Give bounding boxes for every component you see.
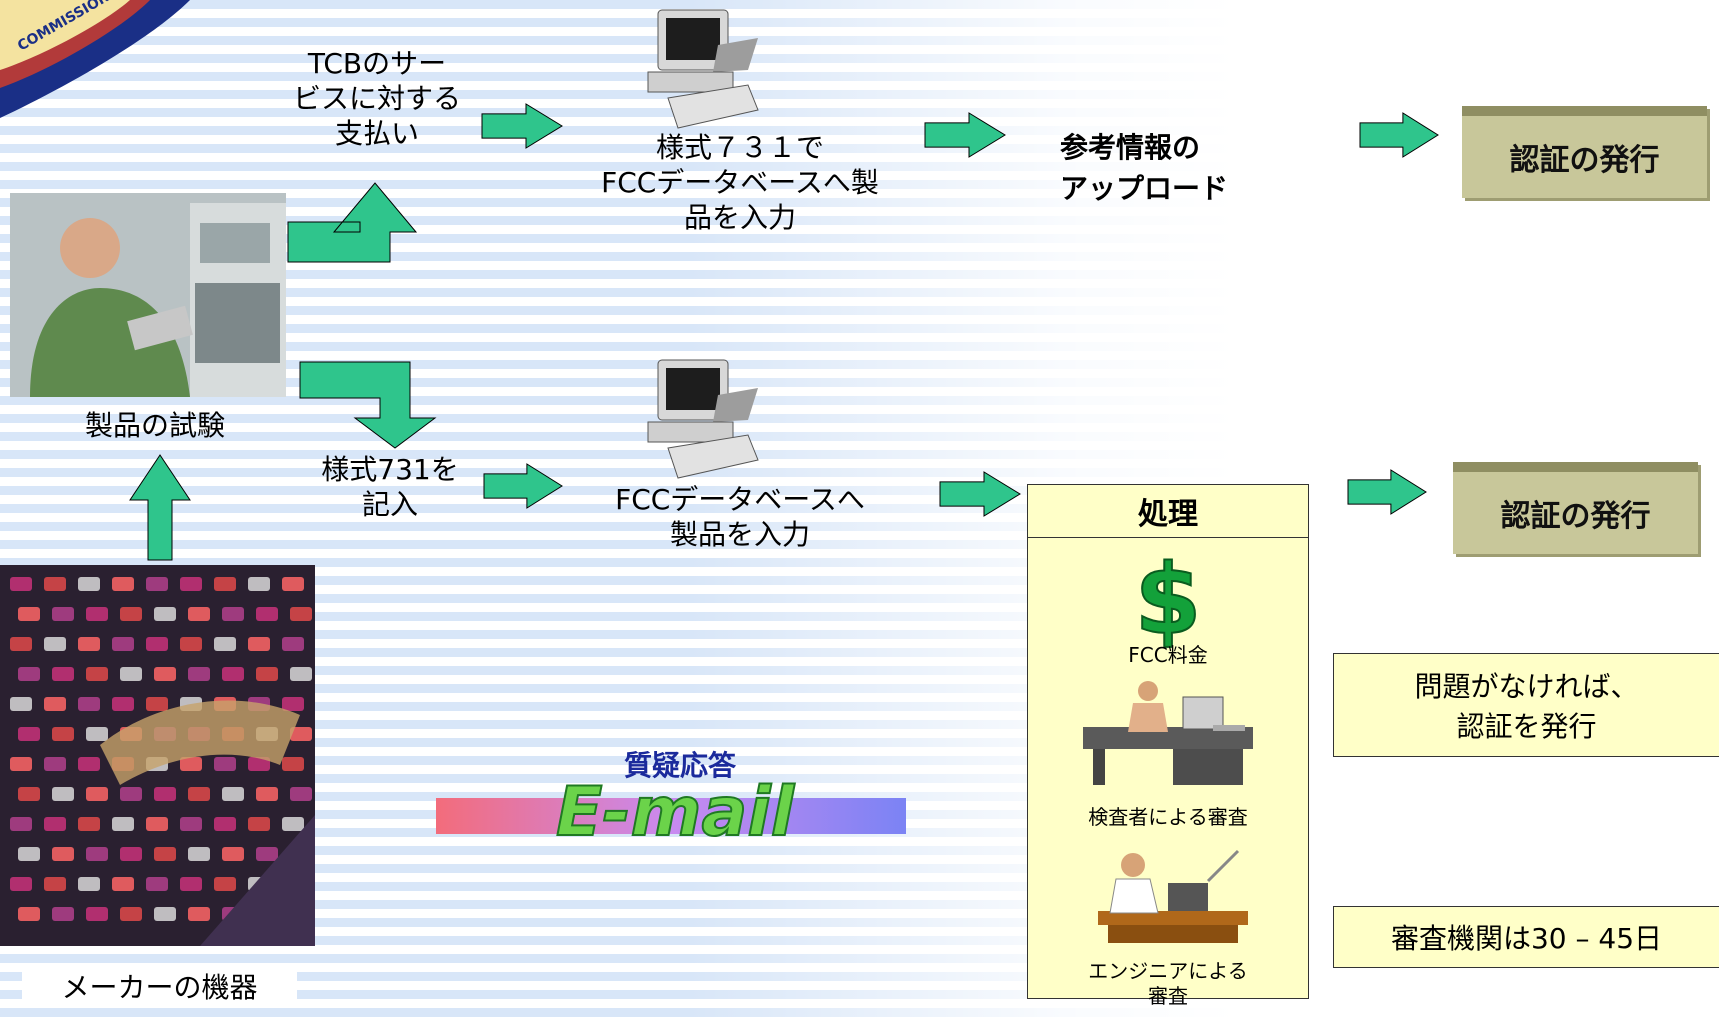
payment-line-1: TCBのサー <box>307 47 447 80</box>
right-arrow-6 <box>1347 469 1427 515</box>
form-entry-top-line-3: 品を入力 <box>683 201 796 234</box>
upload-ref-line-2: アップロード <box>1060 171 1229 205</box>
right-arrow-5 <box>939 471 1021 517</box>
upload-ref-label: 参考情報の アップロード <box>1060 128 1300 209</box>
form-entry-top-line-2: FCCデータベースへ製 <box>601 166 879 199</box>
arrow-elbow-up <box>287 182 418 263</box>
email-banner <box>436 798 906 834</box>
form-entry-bottom-line-1: FCCデータベースへ <box>615 483 865 516</box>
cert-issue-top-text: 認証の発行 <box>1509 143 1660 178</box>
cert-issue-bottom-text: 認証の発行 <box>1500 499 1651 534</box>
no-problem-box: 問題がなければ、 認証を発行 <box>1333 653 1719 757</box>
fcc-seal-icon: COMMISSION <box>0 0 190 118</box>
no-problem-line-2: 認証を発行 <box>1456 710 1597 743</box>
form-fill-line-2: 記入 <box>361 488 418 521</box>
engineer-review-line-1: エンジニアによる <box>1088 959 1248 983</box>
form-entry-top-line-1: 様式７３１で <box>655 131 824 164</box>
svg-text:$: $ <box>1135 544 1202 656</box>
equipment-photo <box>0 565 315 946</box>
payment-label: TCBのサー ビスに対する 支払い <box>262 46 492 151</box>
product-test-label: 製品の試験 <box>84 409 225 442</box>
engineer-icon <box>1098 849 1248 943</box>
arrow-elbow-down <box>299 361 437 449</box>
review-period-text: 審査機関は30 – 45日 <box>1390 922 1663 955</box>
engineer-review-label: エンジニアによる 審査 <box>1028 959 1308 1009</box>
upload-ref-line-1: 参考情報の <box>1060 131 1201 164</box>
email-label: E-mail <box>555 772 795 853</box>
processing-title: 処理 <box>1028 485 1308 538</box>
product-testing-photo <box>10 193 286 397</box>
qa-label: 質疑応答 <box>623 749 736 782</box>
cert-issue-bottom-box: 認証の発行 <box>1453 462 1698 554</box>
review-period-box: 審査機関は30 – 45日 <box>1333 906 1719 968</box>
examiner-review-label: 検査者による審査 <box>1088 805 1248 829</box>
form-entry-bottom-line-2: 製品を入力 <box>669 518 810 551</box>
form-fill-label: 様式731を 記入 <box>300 452 480 522</box>
computer-icon <box>647 359 759 479</box>
right-arrow-1 <box>481 103 563 149</box>
cert-issue-top-box: 認証の発行 <box>1462 106 1707 198</box>
no-problem-line-1: 問題がなければ、 <box>1414 670 1639 703</box>
form-entry-bottom-label: FCCデータベースへ 製品を入力 <box>570 482 910 552</box>
form-fill-line-1: 様式731を <box>321 453 459 486</box>
processing-box: 処理 $ FCC料金 検査者による審査 エンジニアによる 審査 <box>1027 484 1309 1008</box>
engineer-review-line-2: 審査 <box>1148 984 1188 1008</box>
fcc-fee-label: FCC料金 <box>1128 643 1208 667</box>
right-arrow-2 <box>924 112 1006 158</box>
computer-icon <box>647 9 759 129</box>
dollar-icon: $ <box>1134 543 1203 657</box>
payment-line-2: ビスに対する <box>292 82 461 115</box>
right-arrow-4 <box>483 463 563 509</box>
right-arrow-3 <box>1359 112 1439 158</box>
desk-worker-icon <box>1083 681 1253 785</box>
manufacturer-equipment-label: メーカーの機器 <box>22 970 297 1005</box>
form-entry-top-label: 様式７３１で FCCデータベースへ製 品を入力 <box>560 130 920 235</box>
arrow-up-1 <box>129 454 191 561</box>
payment-line-3: 支払い <box>334 117 419 150</box>
